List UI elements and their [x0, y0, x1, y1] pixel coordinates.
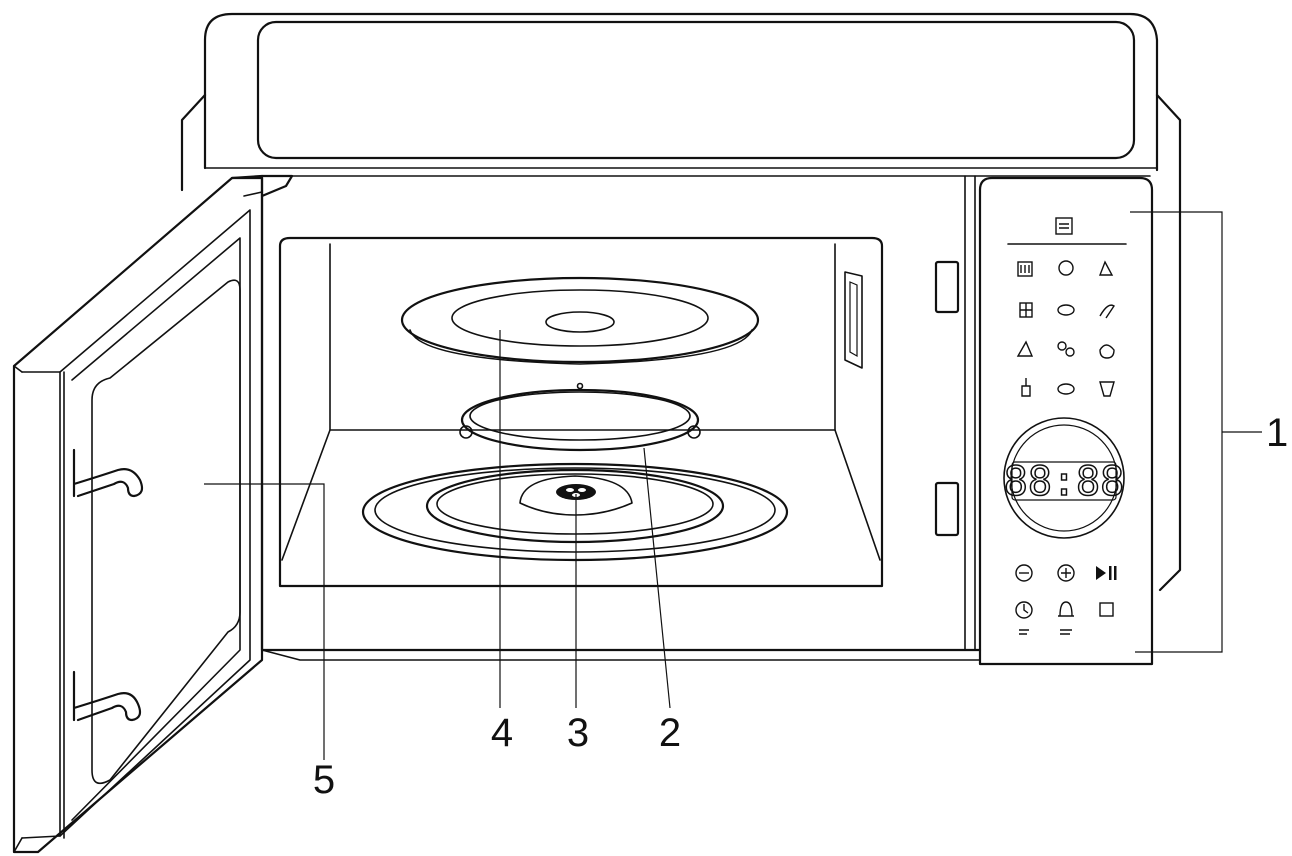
callout-3: 3: [567, 711, 589, 755]
callout-2: 2: [659, 711, 681, 755]
soup-icon[interactable]: [1099, 344, 1115, 359]
door-latch-lower: [934, 481, 960, 537]
turntable-plate: [400, 276, 760, 365]
minus-icon[interactable]: [1015, 564, 1033, 582]
control-panel: 88:88: [978, 176, 1154, 666]
display-ring: 88:88: [1003, 417, 1125, 539]
poultry-icon[interactable]: [1099, 304, 1115, 319]
door-window: [91, 279, 241, 785]
cabinet-front-frame: [260, 174, 982, 661]
mode-icon[interactable]: [1055, 217, 1073, 235]
fish-icon[interactable]: [1099, 381, 1115, 397]
door-latch-upper: [934, 260, 960, 314]
bottom-keys: [1015, 564, 1117, 635]
callout-4: 4: [491, 711, 513, 755]
cabinet-top: [180, 12, 1182, 592]
function-key-grid: [1016, 260, 1115, 397]
bread-icon[interactable]: [1057, 383, 1075, 395]
pizza-icon[interactable]: [1016, 340, 1034, 357]
plus-icon[interactable]: [1057, 564, 1075, 582]
lock-icon: [1019, 629, 1029, 635]
auto-cook-icon[interactable]: [1098, 260, 1114, 276]
cavity-vent: [844, 271, 863, 369]
door-hook-upper: [72, 448, 144, 498]
callout-5: 5: [313, 758, 335, 802]
bell-icon[interactable]: [1058, 601, 1074, 617]
vegetable-icon[interactable]: [1057, 341, 1067, 351]
beverage-icon[interactable]: [1021, 378, 1031, 397]
stop-icon[interactable]: [1099, 602, 1114, 617]
roller-ring: [459, 382, 701, 452]
door-hook-lower: [72, 670, 142, 722]
combi-icon[interactable]: [1058, 260, 1074, 276]
oven-cavity: [278, 236, 884, 588]
leader-lines: [204, 211, 1262, 760]
floor-rings: [361, 462, 789, 562]
clock-icon[interactable]: [1015, 601, 1033, 619]
door: [12, 174, 294, 854]
grill-icon[interactable]: [1017, 261, 1033, 277]
callout-labels: 1 2 3 4 5: [313, 411, 1288, 802]
callout-1: 1: [1266, 411, 1288, 455]
mute-icon: [1060, 629, 1072, 635]
coupler: [556, 484, 596, 500]
start-pause-icon[interactable]: [1096, 566, 1106, 580]
time-display: 88:88: [1004, 459, 1124, 505]
meat-icon[interactable]: [1057, 304, 1075, 316]
